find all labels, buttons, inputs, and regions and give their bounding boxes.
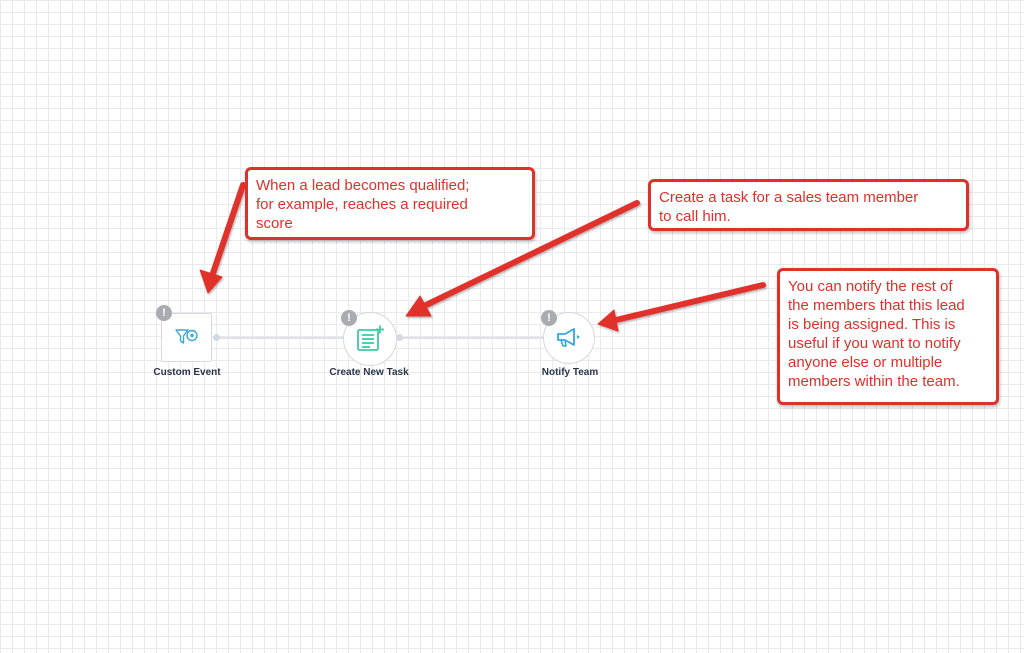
annotation-callout-notify-team: You can notify the rest of the members t… — [777, 268, 999, 405]
annotation-callout-create-task: Create a task for a sales team member to… — [648, 179, 969, 231]
arrowhead — [597, 309, 619, 332]
connector-task-to-notify — [400, 337, 545, 339]
node-label-notify-team: Notify Team — [541, 367, 599, 378]
warning-badge: ! — [156, 305, 172, 321]
output-port[interactable] — [213, 334, 220, 341]
node-label-custom-event: Custom Event — [153, 367, 221, 378]
connector-event-to-task — [217, 337, 345, 339]
arrow-to-custom-event — [209, 182, 246, 279]
megaphone-icon — [557, 328, 580, 347]
warning-badge: ! — [541, 310, 557, 326]
arrow-to-create-new-task — [421, 200, 640, 309]
arrowhead — [199, 269, 223, 294]
custom-event-node[interactable] — [161, 313, 212, 362]
warning-badge: ! — [341, 310, 357, 326]
output-port[interactable] — [396, 334, 403, 341]
annotation-callout-qualified-lead: When a lead becomes qualified; for examp… — [245, 167, 535, 240]
funnel-gear-icon — [174, 328, 198, 344]
node-label-create-new-task: Create New Task — [329, 367, 409, 378]
task-add-icon — [357, 325, 384, 351]
arrow-to-notify-team — [613, 282, 766, 323]
arrowhead — [405, 295, 432, 317]
